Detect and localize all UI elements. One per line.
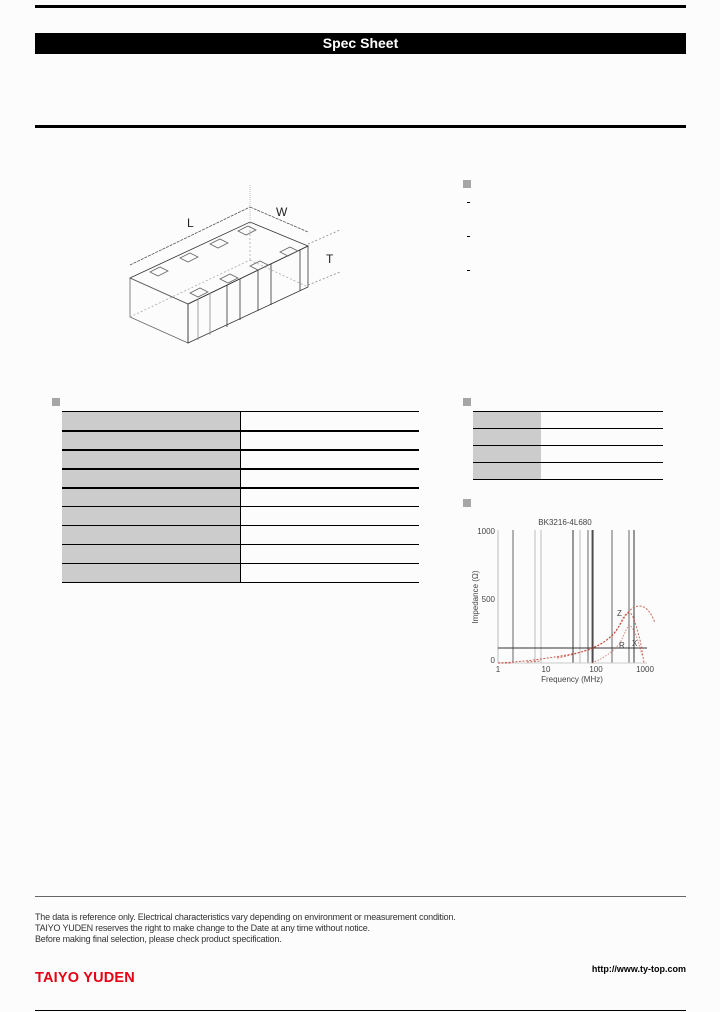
table-row [62,411,419,431]
bottom-rule [35,1010,686,1011]
disclaimer-line: The data is reference only. Electrical c… [35,912,456,922]
x-tick: 10 [542,665,551,674]
feature-bullet [467,202,470,203]
dimensions-section-marker [463,398,471,406]
brand-logo: TAIYO YUDEN [35,970,135,986]
x-tick: 100 [589,665,603,674]
table-row [62,449,419,469]
feature-bullet [467,270,470,271]
dimensions-table [473,411,663,480]
svg-text:Z: Z [617,609,622,618]
width-label: W [276,205,288,219]
thickness-label: T [326,252,334,266]
table-row [473,411,663,429]
y-axis-label: Impedance (Ω) [471,570,480,623]
chart-section-marker [463,499,471,507]
x-axis-label: Frequency (MHz) [541,675,603,684]
features-section-marker [463,180,471,188]
y-tick: 0 [491,656,496,665]
page-title: Spec Sheet [35,33,686,54]
svg-text:R: R [619,641,625,650]
feature-bullet [467,236,470,237]
specifications-table [62,411,419,583]
component-diagram: L W T [110,180,350,350]
footer-rule [35,896,686,897]
y-tick: 500 [482,595,496,604]
y-tick: 1000 [477,527,495,536]
disclaimer-line: TAIYO YUDEN reserves the right to make c… [35,923,370,933]
table-row [473,445,663,463]
table-row [62,487,419,507]
header-rule [35,125,686,128]
disclaimer-line: Before making final selection, please ch… [35,934,282,944]
svg-text:X: X [632,639,638,648]
table-row [62,430,419,450]
x-tick: 1 [496,665,501,674]
table-row [62,468,419,488]
chart-title: BK3216-4L680 [538,518,592,527]
table-row [473,462,663,480]
table-row [62,525,419,545]
impedance-chart: BK3216-4L680 Z R X 1000 500 0 [462,515,667,685]
length-label: L [187,216,194,230]
table-row [473,428,663,446]
table-row [62,544,419,564]
website-link[interactable]: http://www.ty-top.com [591,964,686,974]
x-tick: 1000 [636,665,654,674]
table-row [62,506,419,526]
table-row [62,563,419,583]
specifications-section-marker [52,398,60,406]
top-rule [35,5,686,8]
